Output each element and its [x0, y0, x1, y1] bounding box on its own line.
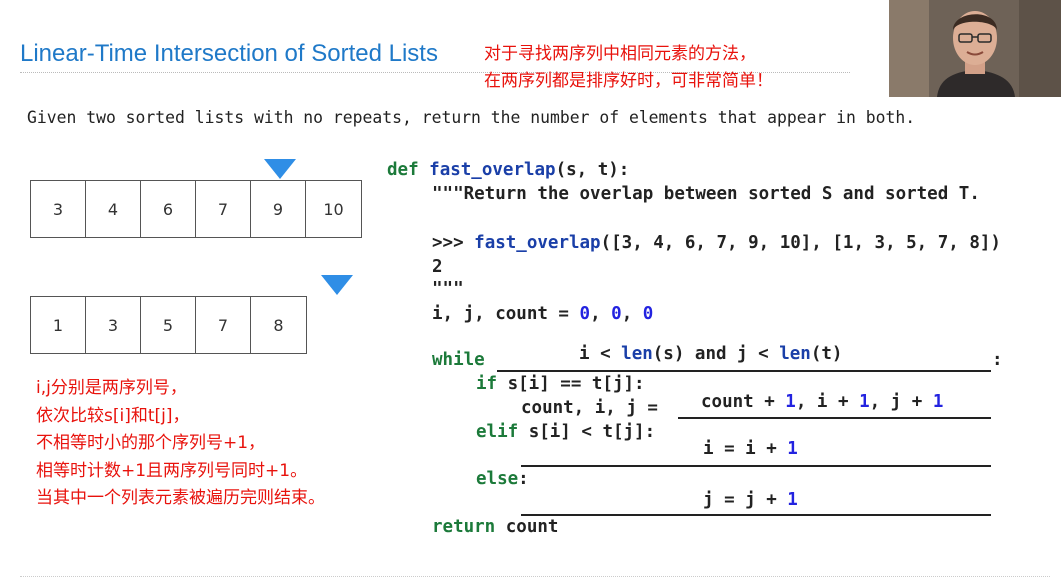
code-colon: : — [518, 469, 529, 489]
array-s-cell: 3 — [31, 181, 86, 237]
code-token: , j + — [869, 392, 933, 412]
code-doctest-args: ([3, 4, 6, 7, 9, 10], [1, 3, 5, 7, 8]) — [600, 233, 1001, 253]
array-s-cell: 4 — [86, 181, 141, 237]
array-s-cell: 10 — [323, 199, 344, 219]
code-number: 1 — [787, 490, 798, 510]
annotation-line: 在两序列都是排序好时，可非常简单！ — [484, 71, 773, 91]
code-def-line: def fast_overlap(s, t): — [387, 160, 629, 180]
code-prompt: >>> — [432, 233, 475, 253]
code-if-condition: s[i] == t[j]: — [497, 374, 645, 394]
array-t-cell: 3 — [86, 297, 141, 353]
code-keyword: while — [432, 350, 485, 370]
code-else-line: else: — [476, 469, 529, 489]
array-s: 3 4 6 7 9 10 — [30, 180, 362, 238]
code-assign-lhs: count, i, j = — [521, 398, 669, 418]
code-token: count + — [701, 392, 786, 412]
array-t-cell: 5 — [141, 297, 196, 353]
webcam-video — [889, 0, 1061, 97]
presenter-image — [889, 0, 1061, 97]
code-number: 1 — [787, 439, 798, 459]
elif-blank-underline — [521, 465, 991, 467]
code-colon: : — [992, 350, 1003, 370]
code-token: i = i + — [703, 439, 788, 459]
annotation-line: 不相等时小的那个序列号+1， — [36, 433, 266, 453]
while-blank-underline — [497, 370, 991, 372]
code-keyword: return — [432, 517, 496, 537]
code-number: 1 — [859, 392, 870, 412]
code-init-lhs: i, j, count = — [432, 304, 580, 324]
code-token: j = j + — [703, 490, 788, 510]
code-number: 0 — [642, 304, 654, 324]
code-token: (t) — [810, 344, 843, 364]
bottom-divider — [20, 576, 1050, 577]
code-function-name: fast_overlap — [474, 233, 601, 253]
array-s-cell: 9 — [251, 181, 306, 237]
code-keyword: elif — [476, 422, 519, 442]
array-s-cell: 7 — [196, 181, 251, 237]
array-t-cell: 1 — [31, 297, 86, 353]
array-s-cell: 6 — [141, 181, 196, 237]
code-if-line: if s[i] == t[j]: — [476, 374, 645, 394]
code-return-value: count — [495, 517, 559, 537]
assign-blank-answer: count + 1, i + 1, j + 1 — [701, 392, 943, 412]
annotation-line: i,j分别是两序列号， — [36, 378, 187, 398]
array-t-cell: 8 — [273, 315, 284, 335]
array-t-cell: 7 — [196, 297, 251, 353]
annotation-top: 对于寻找两序列中相同元素的方法， 在两序列都是排序好时，可非常简单！ — [484, 41, 773, 95]
annotation-line: 相等时计数+1且两序列号同时+1。 — [36, 460, 308, 481]
problem-statement: Given two sorted lists with no repeats, … — [27, 108, 916, 127]
code-token: (s) and j < — [652, 344, 780, 364]
code-function-name: fast_overlap — [429, 160, 556, 180]
while-blank-answer: i < len(s) and j < len(t) — [579, 344, 842, 364]
code-elif-condition: s[i] < t[j]: — [518, 422, 656, 442]
assign-blank-underline — [678, 417, 991, 419]
code-docstring-close: """ — [432, 279, 464, 299]
code-elif-line: elif s[i] < t[j]: — [476, 422, 655, 442]
slide-title: Linear-Time Intersection of Sorted Lists — [20, 40, 438, 67]
code-number: 1 — [932, 392, 944, 412]
elif-blank-answer: i = i + 1 — [703, 439, 798, 459]
code-number: 1 — [785, 392, 796, 412]
code-builtin: len — [621, 344, 653, 364]
else-blank-underline — [521, 514, 991, 516]
code-return-line: return count — [432, 517, 558, 537]
annotation-line: 对于寻找两序列中相同元素的方法， — [484, 44, 756, 64]
code-token: , i + — [795, 392, 860, 412]
code-builtin: len — [779, 344, 811, 364]
code-keyword: if — [476, 374, 498, 394]
pointer-i-triangle-icon — [264, 159, 296, 179]
code-token: i < — [579, 344, 622, 364]
pointer-j-triangle-icon — [321, 275, 353, 295]
annotation-left: i,j分别是两序列号， 依次比较s[i]和t[j]， 不相等时小的那个序列号+1… — [36, 375, 325, 513]
code-signature: (s, t): — [555, 160, 630, 180]
code-keyword: def — [387, 160, 419, 180]
code-number: 0 — [579, 304, 591, 324]
code-init-line: i, j, count = 0, 0, 0 — [432, 304, 654, 324]
annotation-line: 依次比较s[i]和t[j]， — [36, 405, 190, 426]
code-number: 0 — [611, 304, 622, 324]
title-divider — [20, 72, 850, 73]
else-blank-answer: j = j + 1 — [703, 490, 798, 510]
code-keyword: else — [476, 469, 519, 489]
code-doctest-line: >>> fast_overlap([3, 4, 6, 7, 9, 10], [1… — [432, 233, 1001, 253]
array-t: 1 3 5 7 8 — [30, 296, 307, 354]
annotation-line: 当其中一个列表元素被遍历完则结束。 — [36, 488, 325, 508]
code-docstring: """Return the overlap between sorted S a… — [432, 184, 980, 204]
code-doctest-result: 2 — [432, 257, 443, 277]
